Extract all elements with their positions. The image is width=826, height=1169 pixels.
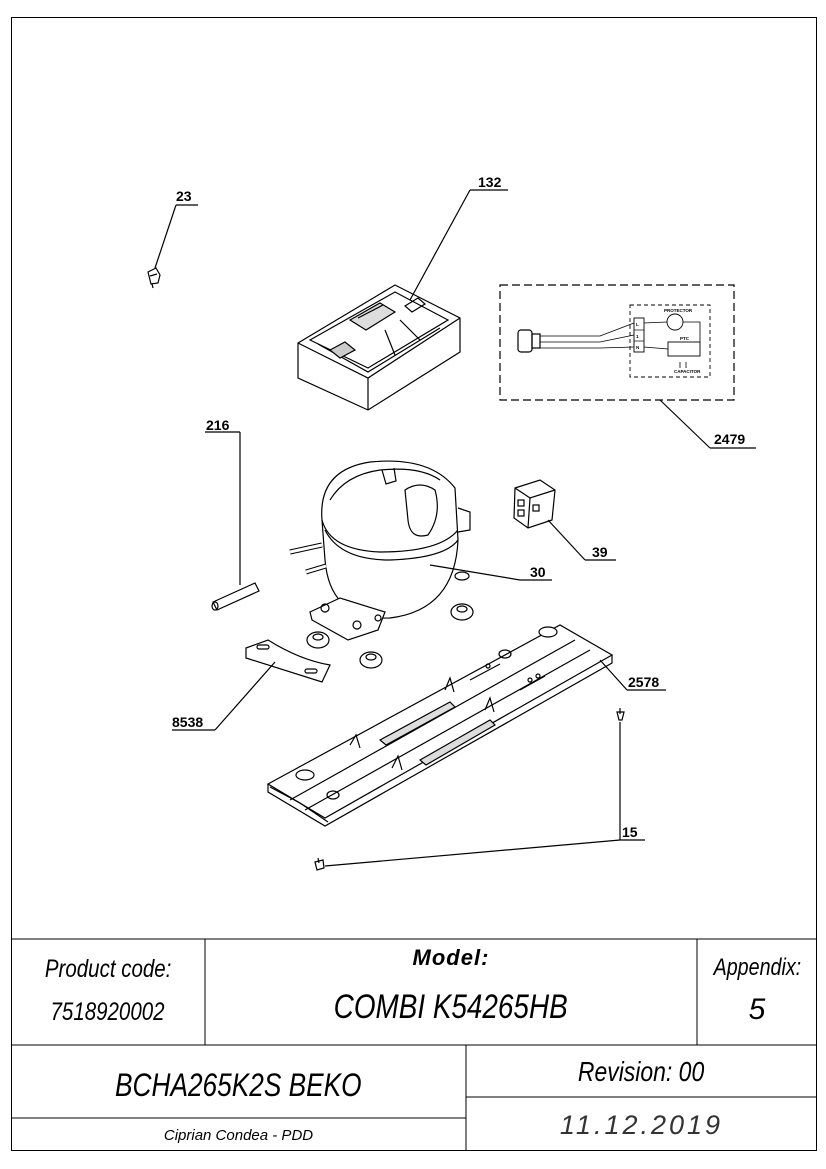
model-label: Model: [412,945,490,970]
wiring-label-1: 1 [636,334,639,339]
callout-132 [409,189,508,301]
callout-label-216: 216 [206,417,230,433]
callout-label-8538: 8538 [172,714,203,730]
appendix-label: Appendix: [713,954,801,981]
author: Ciprian Condea - PDD [163,1126,314,1144]
callout-label-2479: 2479 [714,431,745,447]
part-216-tube [211,582,260,611]
callout-label-15: 15 [622,824,638,840]
callout-39 [547,519,616,561]
wiring-label-capacitor: CAPACITOR [674,369,701,374]
product-name: BCHA265K2S BEKO [115,1066,362,1103]
drawing-frame [11,17,817,1151]
callout-label-39: 39 [592,544,608,560]
callout-23 [154,204,198,269]
wiring-label-l: L [636,322,639,327]
part-30-compressor [289,460,471,641]
grommets [306,603,474,669]
callout-label-30: 30 [530,564,546,580]
title-block-grid [11,938,817,1151]
callout-label-23: 23 [176,188,192,204]
callout-label-132: 132 [478,174,502,190]
revision: Revision: 00 [578,1056,705,1087]
part-39-relay [513,479,556,529]
model-value: COMBI K54265HB [333,987,568,1026]
callout-216 [205,431,241,585]
wiring-label-protector: PROTECTOR [664,308,693,313]
callout-2479 [659,399,756,449]
product-code-value: 7518920002 [50,997,166,1026]
callout-label-2578: 2578 [628,674,659,690]
part-2578-rails [266,624,614,827]
date: 11.12.2019 [559,1109,724,1140]
part-8538-plate [245,639,331,683]
callout-2578 [599,659,666,691]
wiring-label-n: N [636,345,639,350]
callout-15 [324,722,645,867]
product-code-label: Product code: [44,954,172,983]
callout-30 [429,564,552,581]
part-23-clip [147,267,161,289]
part-2479-wiring [499,284,735,401]
appendix-value: 5 [748,993,766,1026]
part-15-screws [314,708,625,871]
wiring-label-ptc: PTC [680,336,690,341]
part-132-tray [297,284,461,411]
callout-8538 [172,661,276,731]
